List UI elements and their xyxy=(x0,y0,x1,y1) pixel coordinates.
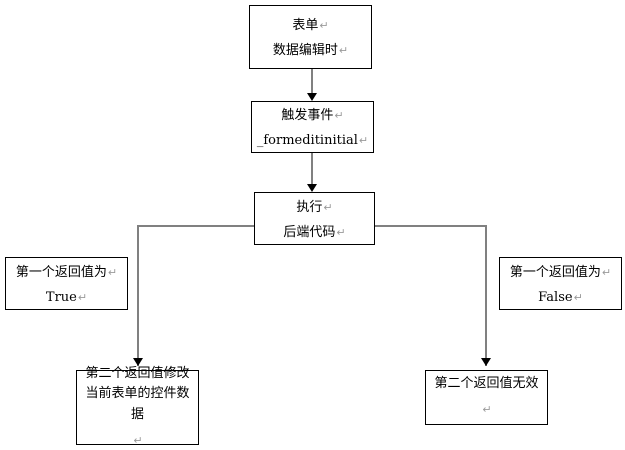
return-mark-icon: ↵ xyxy=(319,19,329,33)
node-first-return-true-line1-text: 第一个返回值为 xyxy=(15,264,107,280)
node-trigger-event-line1-text: 触发事件 xyxy=(281,108,334,124)
node-first-return-false-line1-text: 第一个返回值为 xyxy=(509,264,601,280)
node-second-return-modifies[interactable]: 第二个返回值修改当前表单的控件数据 ↵ xyxy=(76,366,199,447)
node-form-edit-line1: 表单↵ xyxy=(292,12,328,37)
arrowhead-to-second-return-invalid xyxy=(481,358,491,366)
node-first-return-true-line2: True↵ xyxy=(46,284,87,309)
node-first-return-false[interactable]: 第一个返回值为↵ False↵ xyxy=(499,257,622,310)
arrowhead-to-run-backend xyxy=(307,184,317,192)
node-run-backend-line1-text: 执行 xyxy=(296,199,323,215)
node-second-return-modifies-body: 第二个返回值修改当前表单的控件数据 ↵ xyxy=(83,364,192,450)
connector-backend-right-vertical xyxy=(485,225,487,366)
node-first-return-false-line2: False↵ xyxy=(538,284,583,309)
return-mark-icon: ↵ xyxy=(573,290,583,304)
node-first-return-true[interactable]: 第一个返回值为↵ True↵ xyxy=(5,257,128,310)
arrowhead-to-trigger-event xyxy=(307,93,317,101)
node-second-return-invalid-text: 第二个返回值无效 xyxy=(434,376,539,392)
return-mark-icon: ↵ xyxy=(336,225,346,239)
return-mark-icon: ↵ xyxy=(323,200,333,214)
node-second-return-invalid[interactable]: 第二个返回值无效 ↵ xyxy=(425,370,548,425)
connector-backend-right-horizontal xyxy=(373,225,486,227)
node-second-return-invalid-body: 第二个返回值无效 ↵ xyxy=(434,374,538,420)
return-mark-icon: ↵ xyxy=(358,134,369,147)
return-mark-icon: ↵ xyxy=(482,403,492,417)
node-trigger-event-line2: _formeditinitial↵ xyxy=(257,127,368,152)
return-mark-icon: ↵ xyxy=(107,265,118,279)
connector-trigger-to-backend xyxy=(311,152,313,188)
node-run-backend-line2-text: 后端代码 xyxy=(283,224,336,240)
node-first-return-true-line2-text: True xyxy=(45,289,77,305)
node-trigger-event-line1: 触发事件↵ xyxy=(281,102,343,127)
node-second-return-modifies-text: 第二个返回值修改当前表单的控件数据 xyxy=(85,365,190,423)
connector-form-edit-to-trigger xyxy=(311,68,313,96)
return-mark-icon: ↵ xyxy=(133,433,143,447)
return-mark-icon: ↵ xyxy=(338,44,349,57)
connector-backend-left-horizontal xyxy=(138,225,256,227)
node-run-backend[interactable]: 执行↵ 后端代码↵ xyxy=(254,192,375,245)
node-run-backend-line2: 后端代码↵ xyxy=(283,219,345,244)
node-trigger-event[interactable]: 触发事件↵ _formeditinitial↵ xyxy=(251,101,374,153)
node-first-return-true-line1: 第一个返回值为↵ xyxy=(16,259,117,284)
node-trigger-event-line2-text: _formeditinitial xyxy=(256,133,358,148)
node-first-return-false-line1: 第一个返回值为↵ xyxy=(510,259,611,284)
node-form-edit[interactable]: 表单↵ 数据编辑时↵ xyxy=(249,5,372,69)
connector-backend-left-vertical xyxy=(137,225,139,366)
return-mark-icon: ↵ xyxy=(334,109,344,123)
return-mark-icon: ↵ xyxy=(77,290,88,304)
arrowhead-to-second-return-modifies xyxy=(133,358,143,366)
node-form-edit-line2-text: 数据编辑时 xyxy=(272,43,338,58)
node-run-backend-line1: 执行↵ xyxy=(296,194,332,219)
node-form-edit-line2: 数据编辑时↵ xyxy=(273,37,348,62)
node-form-edit-line1-text: 表单 xyxy=(292,18,319,34)
return-mark-icon: ↵ xyxy=(601,265,612,279)
node-first-return-false-line2-text: False xyxy=(538,289,573,305)
